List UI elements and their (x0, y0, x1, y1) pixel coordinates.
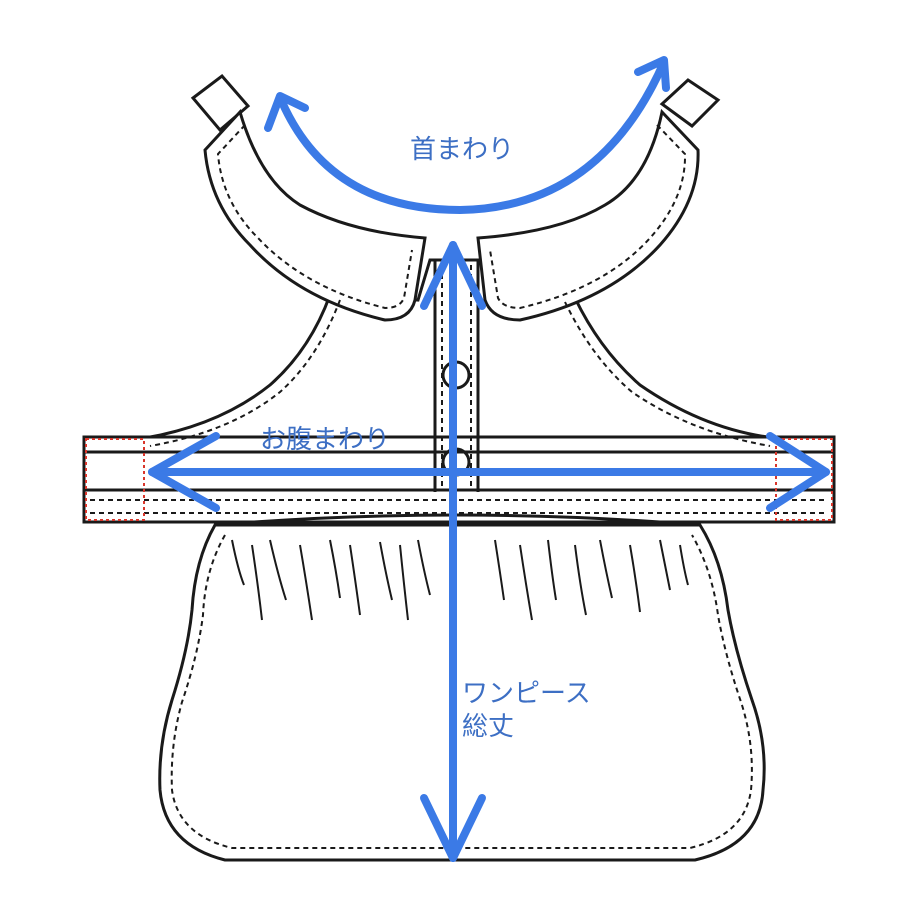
belly-arrowhead-right (766, 432, 830, 512)
skirt-gathers (231, 539, 689, 621)
neck-arrowhead-right (634, 56, 670, 92)
bodice-stitch-left (149, 299, 341, 447)
collar-stitch-right (489, 124, 687, 310)
belly-circumference-label: お腹まわり (260, 425, 391, 455)
left-strap-end-guide (85, 438, 145, 521)
length-arrowhead-top (420, 241, 486, 310)
total-length-label-line2: 総丈 (462, 711, 515, 742)
length-arrowhead-bottom (420, 794, 486, 862)
total-length-label: ワンピース 総丈 (462, 678, 591, 743)
neck-arrowhead-left (264, 92, 309, 132)
neck-circumference-label: 首まわり (410, 135, 515, 165)
bodice-stitch-right (564, 301, 771, 447)
right-strap-tab (659, 78, 721, 128)
collar-stitch-left (216, 124, 413, 310)
neck-measure-arrow (278, 58, 668, 214)
right-strap-end-guide (775, 438, 833, 521)
right-collar (476, 108, 700, 322)
left-collar (203, 109, 427, 322)
belly-arrowhead-left (148, 432, 220, 512)
total-length-label-line1: ワンピース (462, 679, 591, 709)
